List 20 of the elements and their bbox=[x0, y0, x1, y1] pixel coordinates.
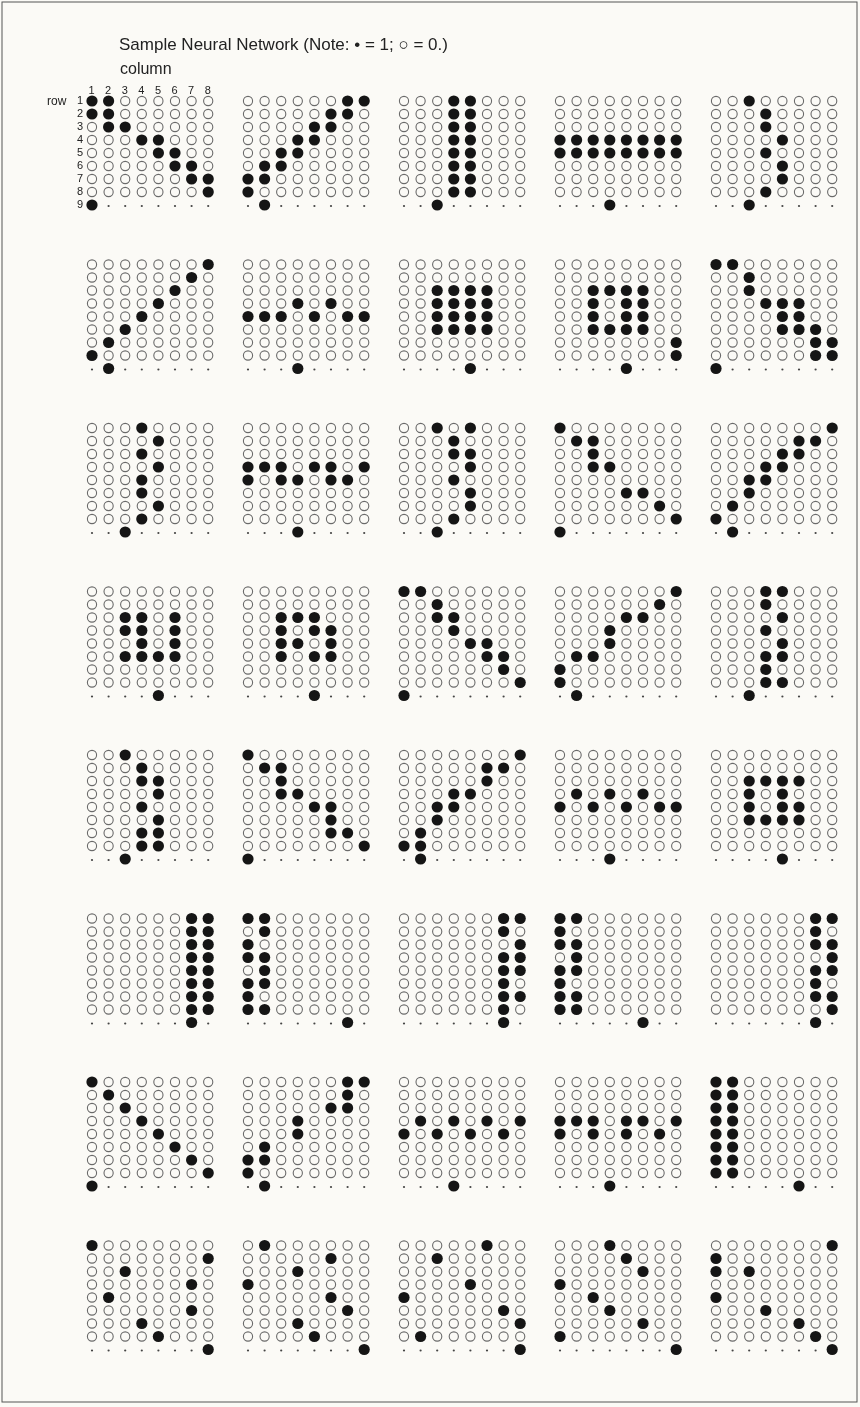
column-number: 1 bbox=[88, 84, 95, 96]
row-number: 5 bbox=[77, 146, 84, 158]
axis-title: row bbox=[47, 94, 67, 108]
column-number: 6 bbox=[171, 84, 178, 96]
row-number: 4 bbox=[77, 133, 84, 145]
column-number: 8 bbox=[204, 84, 211, 96]
column-number: 5 bbox=[154, 84, 161, 96]
row-number: 2 bbox=[77, 107, 84, 119]
title: Sample Neural Network (Note: • = 1; ○ = 0.) bbox=[119, 35, 448, 55]
row-number: 6 bbox=[77, 159, 84, 171]
row-number: 8 bbox=[77, 185, 84, 197]
row-number: 9 bbox=[77, 198, 84, 210]
row-number: 3 bbox=[77, 120, 84, 132]
column-number: 2 bbox=[105, 84, 112, 96]
column-number: 7 bbox=[188, 84, 195, 96]
row-number: 1 bbox=[77, 94, 84, 106]
row-number: 7 bbox=[77, 172, 84, 184]
column-number: 4 bbox=[138, 84, 145, 96]
column-number: 3 bbox=[121, 84, 128, 96]
axis-title: column bbox=[120, 60, 172, 78]
